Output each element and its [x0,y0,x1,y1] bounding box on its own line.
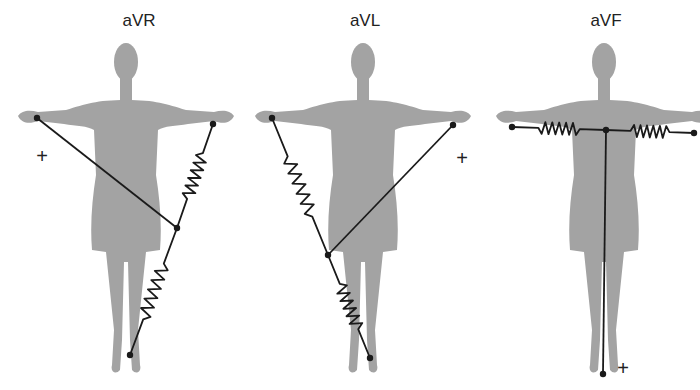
electrode-dot [210,121,216,127]
electrode-dot [127,352,133,358]
resistor-symbol [177,124,213,228]
polarity-sign: + [617,358,629,378]
electrode-dot [603,127,609,133]
resistor-symbol [272,118,328,255]
electrode-dot [509,124,515,130]
lead-wire [37,118,177,228]
electrode-dot [367,355,373,361]
polarity-sign: + [456,148,468,168]
electrode-dot [269,115,275,121]
resistor-symbol [328,255,370,358]
polarity-sign: + [36,146,48,166]
electrode-dot [691,130,697,136]
resistor-symbol [130,228,177,355]
electrode-dot [34,115,40,121]
body-silhouette [18,43,234,372]
resistor-symbol [512,122,606,135]
electrode-dot [174,225,180,231]
electrode-dot [450,122,456,128]
body-silhouette [496,43,700,372]
resistor-symbol [606,125,694,138]
lead-title: aVR [122,12,155,29]
electrode-dot [600,371,606,377]
lead-wire [328,125,453,255]
body-silhouette [255,43,471,372]
lead-wire [603,130,606,374]
lead-title: aVF [590,12,621,29]
electrode-dot [325,252,331,258]
lead-title: aVL [350,12,380,29]
